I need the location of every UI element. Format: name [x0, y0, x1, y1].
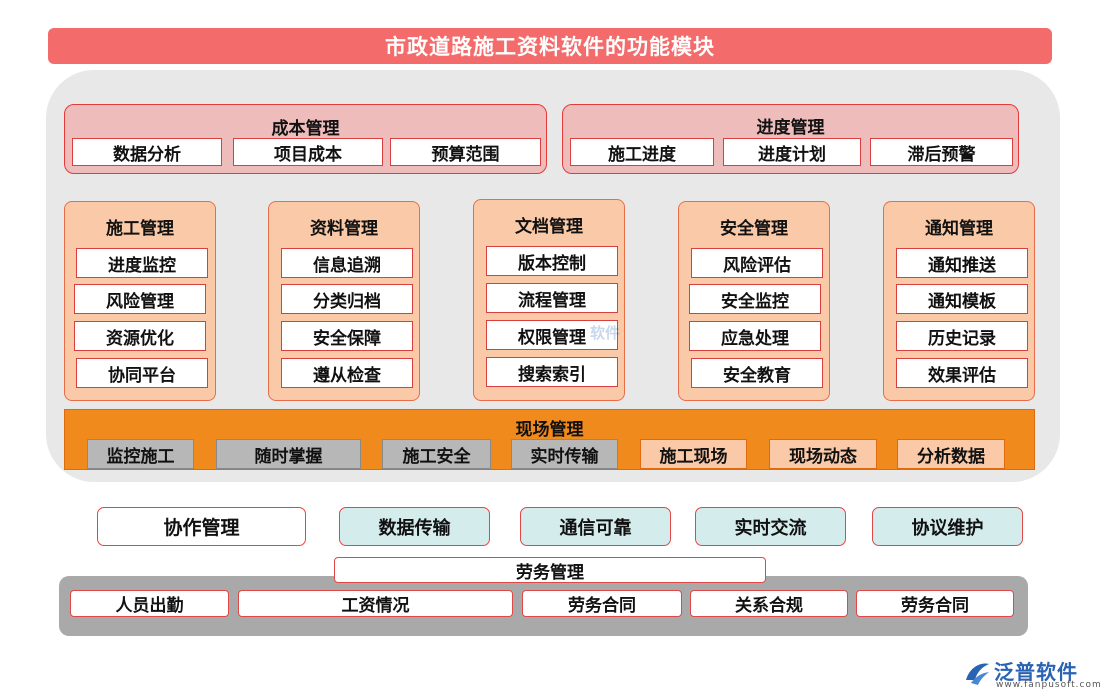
page-title: 市政道路施工资料软件的功能模块: [48, 28, 1052, 64]
module-item: 风险评估: [691, 248, 823, 278]
field-item: 现场动态: [769, 439, 877, 469]
module-title: 资料管理: [310, 219, 378, 239]
field-item: 施工现场: [640, 439, 747, 469]
collab-item: 数据传输: [339, 507, 490, 546]
labor-item: 工资情况: [238, 590, 513, 617]
labor-item: 人员出勤: [70, 590, 229, 617]
module-item: 流程管理: [486, 283, 618, 313]
schedule-management-group: 进度管理 施工进度 进度计划 滞后预警: [562, 104, 1019, 174]
module-item: 权限管理: [486, 320, 618, 350]
module-item: 安全教育: [691, 358, 823, 388]
group-item: 施工进度: [570, 138, 714, 166]
module-construction: 施工管理 进度监控 风险管理 资源优化 协同平台: [64, 201, 216, 401]
module-item: 安全监控: [689, 284, 821, 314]
module-item: 遵从检查: [281, 358, 413, 388]
group-item: 进度计划: [723, 138, 861, 166]
brand-logo: 泛普软件 www.fanpusoft.com: [960, 654, 1100, 694]
field-title: 现场管理: [515, 420, 584, 440]
module-title: 安全管理: [720, 219, 788, 239]
module-item: 资源优化: [74, 321, 206, 351]
module-item: 通知模板: [896, 284, 1028, 314]
field-management-bar: 现场管理 监控施工 随时掌握 施工安全 实时传输 施工现场 现场动态 分析数据: [64, 409, 1035, 470]
cost-management-group: 成本管理 数据分析 项目成本 预算范围: [64, 104, 547, 174]
module-safety: 安全管理 风险评估 安全监控 应急处理 安全教育: [678, 201, 830, 401]
module-item: 历史记录: [896, 321, 1028, 351]
group-item: 预算范围: [390, 138, 541, 166]
field-item: 分析数据: [897, 439, 1005, 469]
collab-management: 协作管理: [97, 507, 306, 546]
module-title: 通知管理: [925, 219, 993, 239]
module-item: 通知推送: [896, 248, 1028, 278]
labor-item: 劳务合同: [856, 590, 1014, 617]
module-document: 文档管理 版本控制 流程管理 权限管理 搜索索引 软件: [473, 199, 625, 401]
module-title: 文档管理: [515, 217, 583, 237]
group-title: 成本管理: [271, 119, 340, 139]
group-item: 项目成本: [233, 138, 383, 166]
logo-mark-icon: [966, 663, 989, 685]
module-item: 进度监控: [76, 248, 208, 278]
module-data: 资料管理 信息追溯 分类归档 安全保障 遵从检查: [268, 201, 420, 401]
module-title: 施工管理: [106, 219, 174, 239]
group-item: 数据分析: [72, 138, 222, 166]
module-item: 版本控制: [486, 246, 618, 276]
group-item: 滞后预警: [870, 138, 1013, 166]
field-item: 随时掌握: [216, 439, 361, 469]
module-item: 安全保障: [281, 321, 413, 351]
module-item: 协同平台: [76, 358, 208, 388]
module-item: 风险管理: [74, 284, 206, 314]
field-item: 实时传输: [511, 439, 618, 469]
field-item: 监控施工: [87, 439, 194, 469]
module-item: 效果评估: [896, 358, 1028, 388]
labor-title: 劳务管理: [334, 557, 766, 583]
module-item: 分类归档: [281, 284, 413, 314]
module-notification: 通知管理 通知推送 通知模板 历史记录 效果评估: [883, 201, 1035, 401]
collab-item: 实时交流: [695, 507, 846, 546]
group-title: 进度管理: [756, 118, 825, 138]
module-item: 应急处理: [689, 321, 821, 351]
logo-name: 泛普软件: [994, 660, 1078, 684]
collab-item: 通信可靠: [520, 507, 671, 546]
logo-url: www.fanpusoft.com: [996, 680, 1100, 690]
labor-item: 劳务合同: [522, 590, 682, 617]
module-item: 搜索索引: [486, 357, 618, 387]
module-item: 信息追溯: [281, 248, 413, 278]
labor-item: 关系合规: [690, 590, 848, 617]
collab-item: 协议维护: [872, 507, 1023, 546]
field-item: 施工安全: [382, 439, 491, 469]
watermark: 软件: [590, 324, 621, 342]
